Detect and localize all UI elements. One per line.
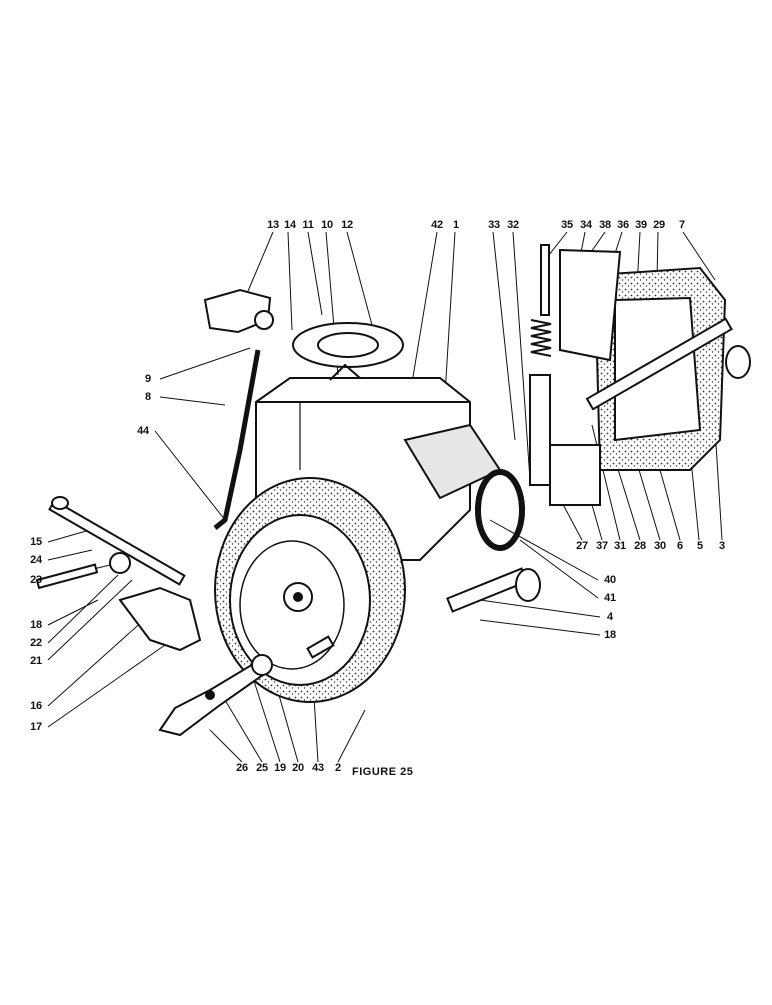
callout-8: 8 xyxy=(145,391,151,403)
callout-10: 10 xyxy=(321,219,333,231)
callout-33: 33 xyxy=(488,219,500,231)
callout-34: 34 xyxy=(580,219,592,231)
callout-28: 28 xyxy=(634,540,646,552)
figure-caption: FIGURE 25 xyxy=(352,766,414,778)
sleeve-and-o-ring xyxy=(403,423,525,551)
callout-25: 25 xyxy=(256,762,268,774)
callout-16: 16 xyxy=(30,700,42,712)
threaded-stud-43 xyxy=(306,635,335,659)
callout-24: 24 xyxy=(30,554,42,566)
callout-1: 1 xyxy=(453,219,459,231)
callout-11: 11 xyxy=(302,219,314,231)
callout-31: 31 xyxy=(614,540,626,552)
callout-19: 19 xyxy=(274,762,286,774)
callout-4: 4 xyxy=(607,611,613,623)
callout-27: 27 xyxy=(576,540,588,552)
callout-14: 14 xyxy=(284,219,296,231)
callout-37: 37 xyxy=(596,540,608,552)
callout-13: 13 xyxy=(267,219,279,231)
callout-39: 39 xyxy=(635,219,647,231)
top-cap-and-lever xyxy=(203,288,404,530)
callout-36: 36 xyxy=(617,219,629,231)
callout-17: 17 xyxy=(30,721,42,733)
callout-7: 7 xyxy=(679,219,685,231)
callout-22: 22 xyxy=(30,637,42,649)
callout-35: 35 xyxy=(561,219,573,231)
callout-3: 3 xyxy=(719,540,725,552)
callout-9: 9 xyxy=(145,373,151,385)
callout-18-left: 18 xyxy=(30,619,42,631)
left-shaft-and-parts xyxy=(35,496,202,652)
callout-43: 43 xyxy=(312,762,324,774)
callout-42: 42 xyxy=(431,219,443,231)
spring-plunger xyxy=(529,244,601,506)
callout-38: 38 xyxy=(599,219,611,231)
callout-21: 21 xyxy=(30,655,42,667)
callout-12: 12 xyxy=(341,219,353,231)
callout-29: 29 xyxy=(653,219,665,231)
front-flange-gasket xyxy=(214,477,406,703)
callout-2: 2 xyxy=(335,762,341,774)
callout-26: 26 xyxy=(236,762,248,774)
callout-32: 32 xyxy=(507,219,519,231)
right-cover-plate xyxy=(559,248,727,471)
callout-40: 40 xyxy=(604,574,616,586)
callout-15: 15 xyxy=(30,536,42,548)
callout-30: 30 xyxy=(654,540,666,552)
callout-18-right: 18 xyxy=(604,629,616,641)
long-bolt-3 xyxy=(585,317,751,411)
lower-lever-arm xyxy=(158,654,273,737)
callout-5: 5 xyxy=(697,540,703,552)
callout-6: 6 xyxy=(677,540,683,552)
callout-23: 23 xyxy=(30,574,42,586)
callout-41: 41 xyxy=(604,592,616,604)
callout-20: 20 xyxy=(292,762,304,774)
callout-44: 44 xyxy=(137,425,149,437)
lower-bolt-4 xyxy=(446,567,541,613)
